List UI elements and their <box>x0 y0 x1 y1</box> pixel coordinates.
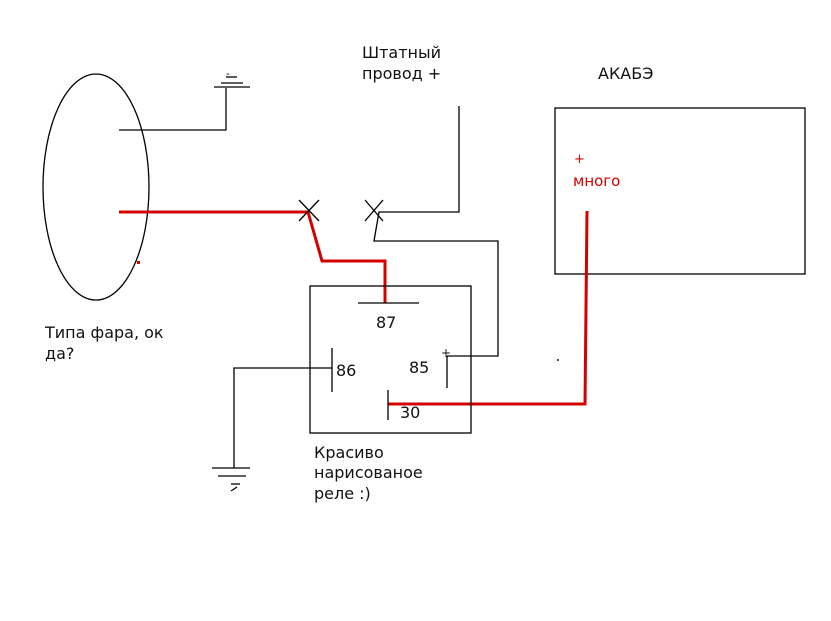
pin-85-label: 85 <box>409 358 429 377</box>
battery-title: АКАБЭ <box>598 64 653 83</box>
relay-caption-line1: Красиво <box>314 443 384 462</box>
battery-box <box>554 107 806 275</box>
cut-mark-right <box>364 199 384 222</box>
headlight-label-line2: да? <box>45 344 74 363</box>
battery-positive-wire <box>388 210 589 406</box>
cut-mark-left <box>298 199 320 222</box>
battery-plus-label: + <box>574 152 585 167</box>
headlight-label: Типа фара, ок да? <box>44 323 169 363</box>
battery-many-label: много <box>573 172 620 190</box>
top-ground-symbol <box>214 76 250 88</box>
pin-30-label: 30 <box>400 403 420 422</box>
pin-85-plus-label: + <box>441 346 451 360</box>
headlight-ground-wire <box>119 88 227 131</box>
stock-wire-label-line1: Штатный <box>362 43 441 62</box>
headlight-shape <box>42 73 150 301</box>
pin-86-label: 86 <box>336 361 356 380</box>
pin-86-ground-wire <box>233 367 332 468</box>
relay-box <box>309 285 472 434</box>
relay-caption-line3: реле :) <box>314 484 371 503</box>
headlight-positive-wire <box>119 210 387 303</box>
headlight-label-line1: Типа фара, ок <box>44 323 164 342</box>
bottom-ground-symbol <box>212 467 250 492</box>
stock-wire <box>373 106 499 357</box>
pin-87-label: 87 <box>376 313 396 332</box>
relay-caption-line2: нарисованое <box>314 463 423 482</box>
stock-wire-label: Штатный провод + <box>362 43 446 83</box>
relay-caption: Красиво нарисованое реле :) <box>314 443 428 503</box>
ground-minus-label: - <box>226 67 230 80</box>
headlight-red-dot <box>137 261 140 264</box>
stray-dot <box>557 359 559 361</box>
stock-wire-label-line2: провод + <box>362 64 441 83</box>
